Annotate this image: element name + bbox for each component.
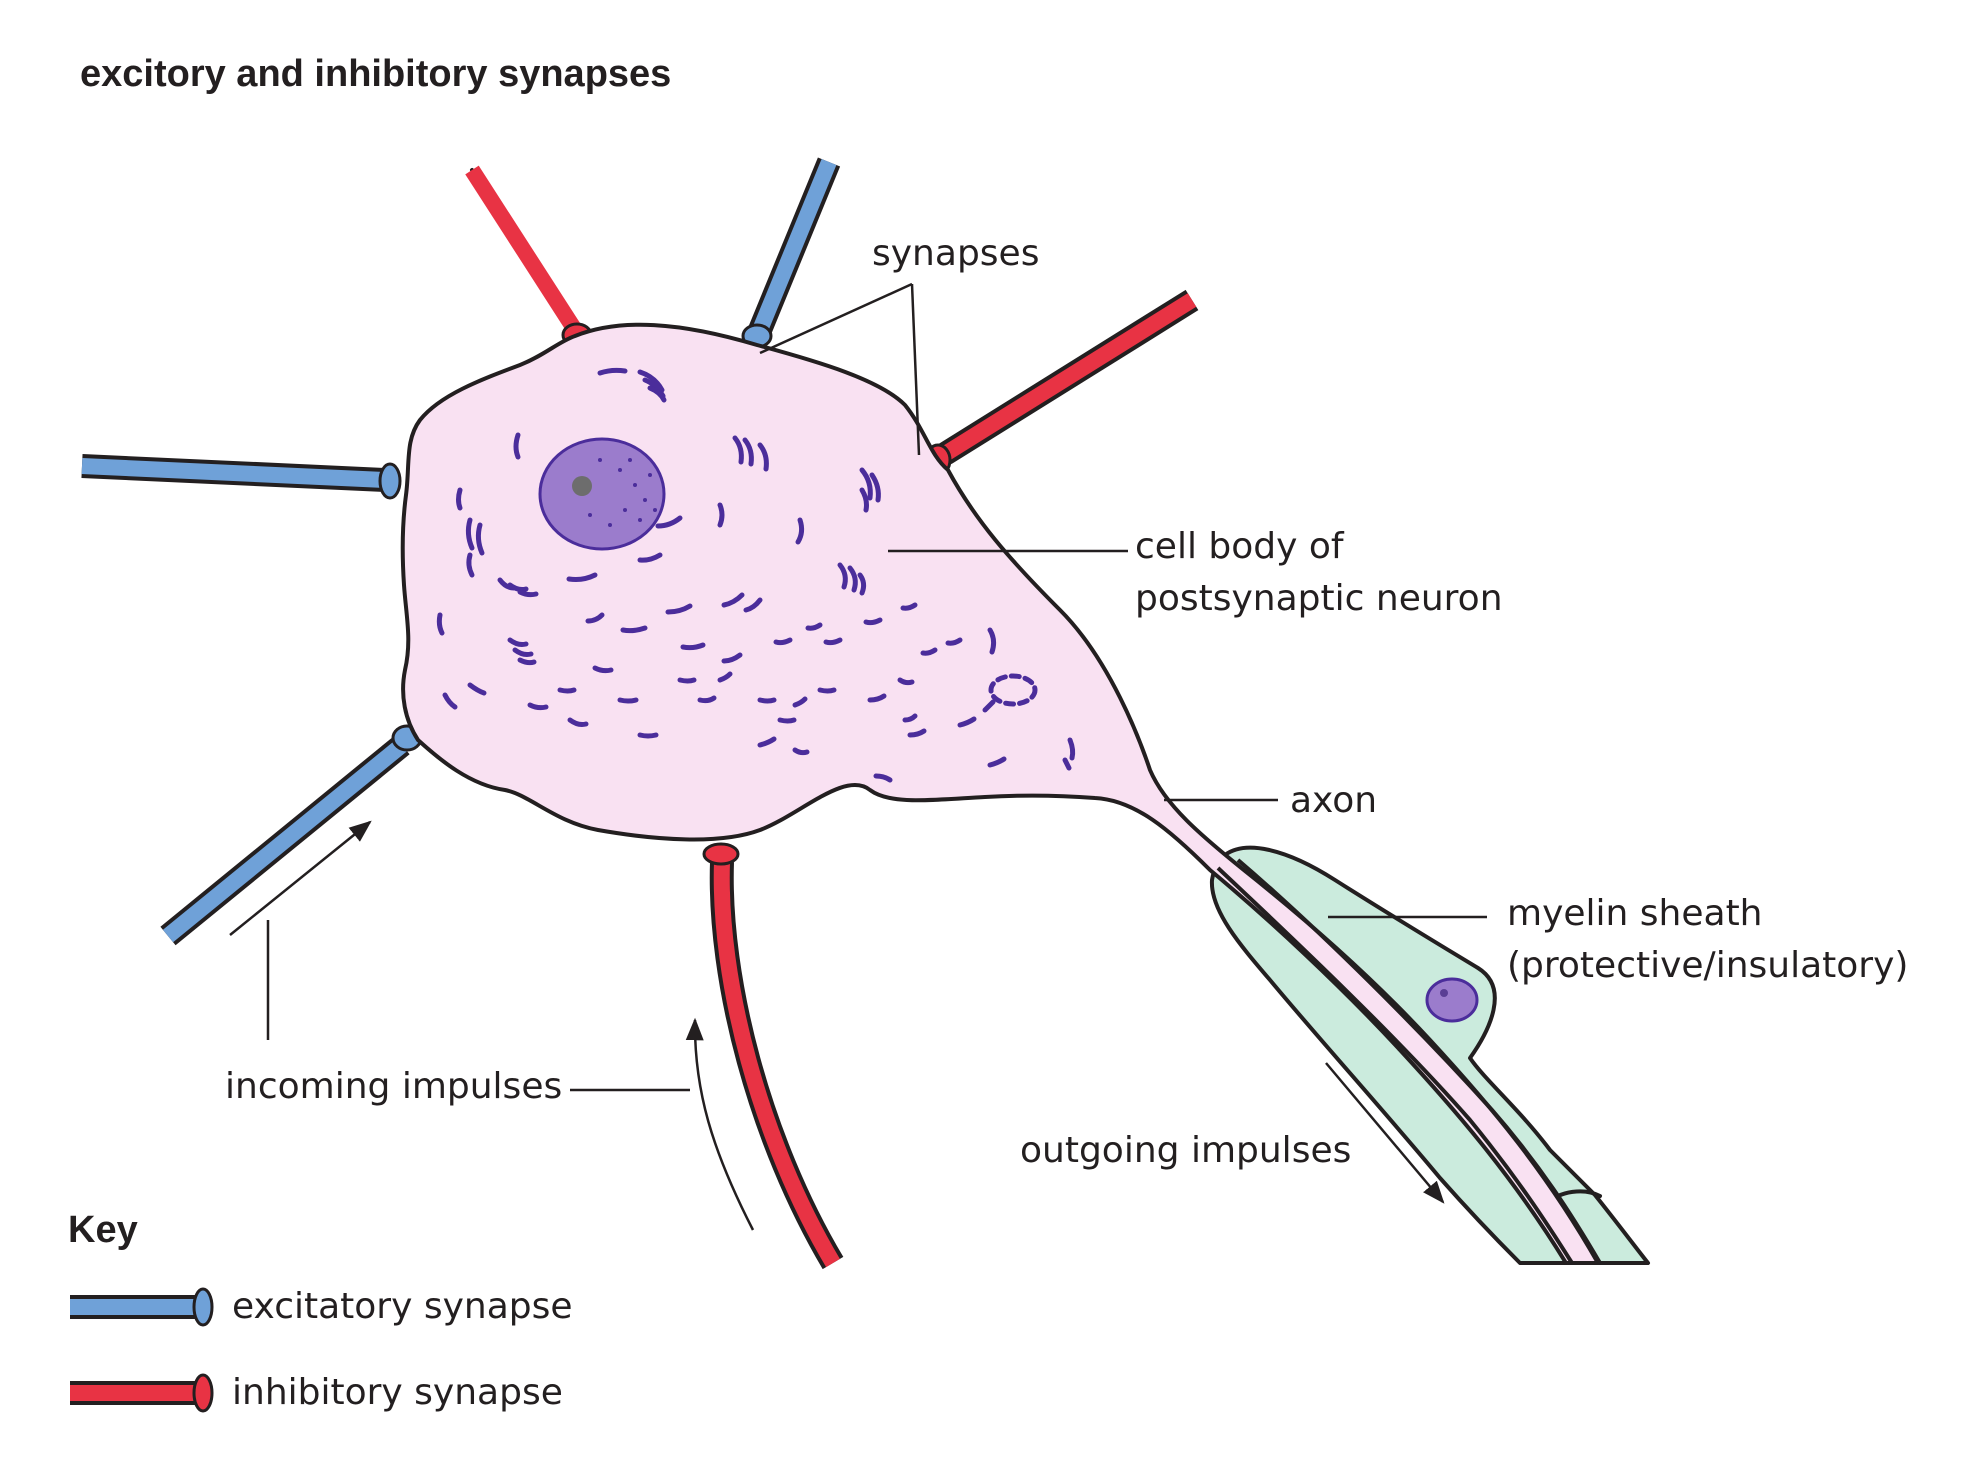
inhibitory-terminal-top-left <box>465 165 593 348</box>
label-outgoing-impulses: outgoing impulses <box>1020 1130 1351 1171</box>
postsynaptic-neuron <box>400 322 1602 1265</box>
schwann-nucleus <box>1425 977 1479 1023</box>
nucleus <box>538 437 666 551</box>
inhibitory-terminal-bottom <box>702 842 844 1270</box>
cell-body <box>400 322 1600 1265</box>
label-axon: axon <box>1290 780 1377 821</box>
organelles <box>436 367 1076 783</box>
label-cell-body-line2: postsynaptic neuron <box>1135 578 1503 619</box>
label-synapses: synapses <box>872 233 1039 274</box>
incoming-arrow-left <box>229 820 372 936</box>
excitatory-terminal-left <box>81 454 402 500</box>
key-item-excitatory: excitatory synapse <box>70 1286 573 1327</box>
key-label-inhibitory: inhibitory synapse <box>232 1372 563 1413</box>
key-item-inhibitory: inhibitory synapse <box>70 1372 563 1413</box>
key-label-excitatory: excitatory synapse <box>232 1286 573 1327</box>
incoming-arrow-bottom <box>685 1017 755 1231</box>
nucleolus <box>572 476 592 496</box>
key: Key excitatory synapse inhibitory synaps… <box>68 1209 573 1413</box>
inhibitory-terminal-top-right <box>924 289 1199 477</box>
excitatory-terminal-lower-left <box>160 724 423 946</box>
outgoing-arrow <box>1325 1062 1445 1204</box>
impulse-arrows <box>229 820 1445 1231</box>
key-title: Key <box>68 1209 138 1251</box>
excitatory-terminal-top <box>741 157 841 349</box>
label-myelin-line2: (protective/insulatory) <box>1507 945 1908 986</box>
label-incoming-impulses: incoming impulses <box>225 1066 562 1107</box>
diagram-title: excitory and inhibitory synapses <box>80 53 671 95</box>
leader-lines <box>266 282 1487 1092</box>
label-myelin-line1: myelin sheath <box>1507 893 1763 934</box>
label-cell-body-line1: cell body of <box>1135 526 1345 567</box>
